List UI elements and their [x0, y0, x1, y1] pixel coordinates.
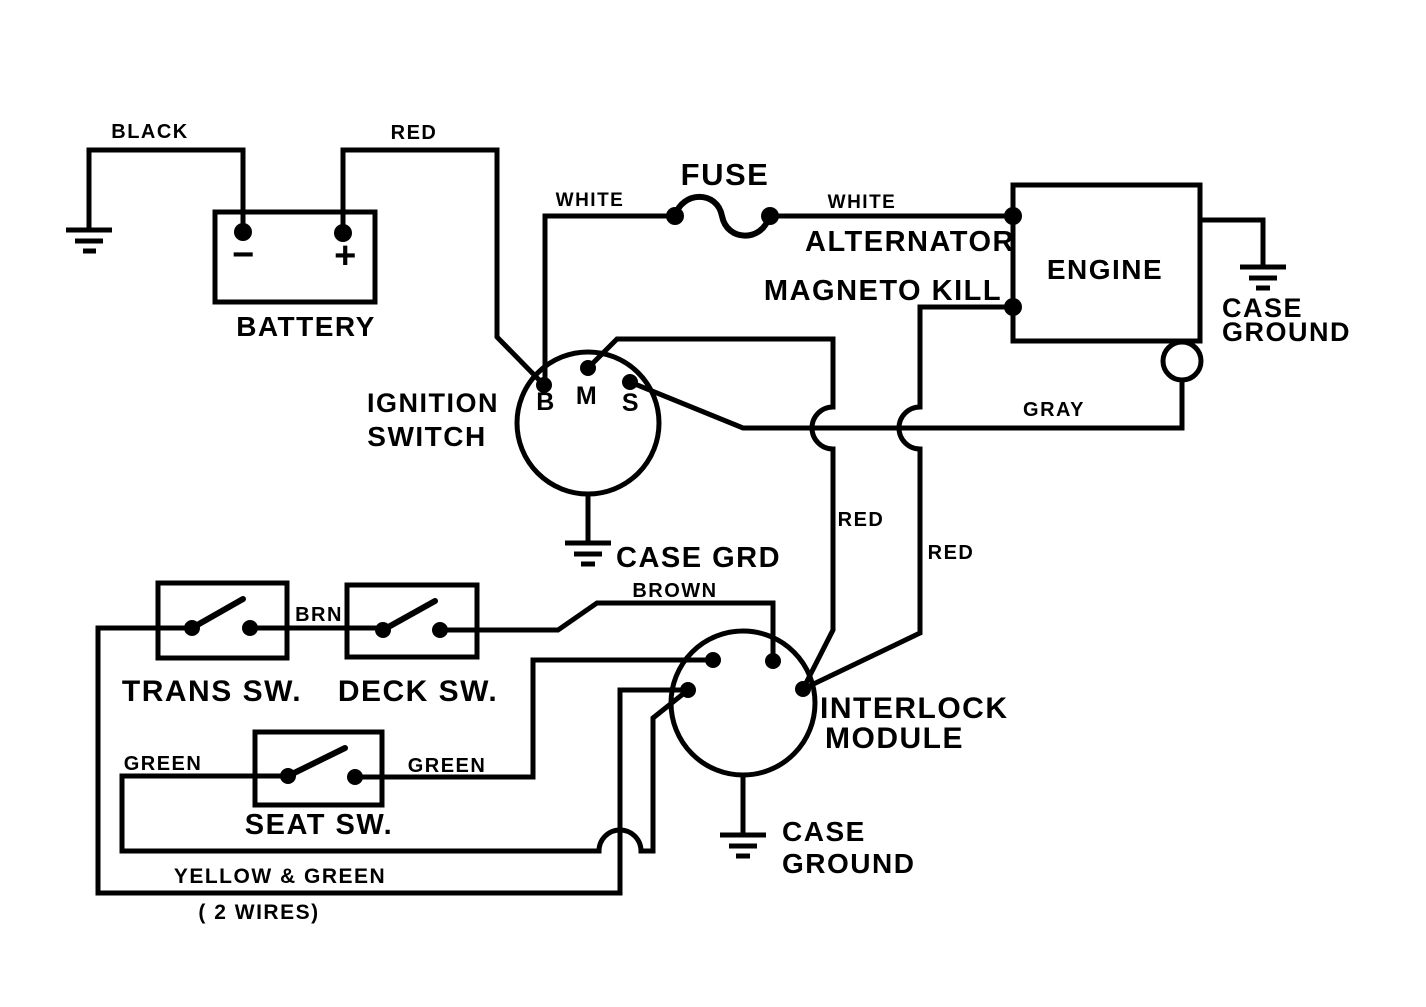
battery-positive-terminal	[334, 224, 352, 242]
engine-kill-junction	[1004, 298, 1022, 316]
fuse-left-terminal	[666, 207, 684, 225]
wire-label-yellow-green: YELLOW & GREEN	[174, 865, 386, 888]
ignition-terminal-b	[536, 377, 552, 393]
wire-battery-negative-to-ground	[86, 147, 246, 235]
wire-seat-right-green-to-interlock	[352, 657, 716, 780]
engine-case-ground-label-line2: GROUND	[1222, 317, 1351, 347]
trans-switch-body	[155, 580, 290, 661]
ignition-switch-label-line1: IGNITION	[367, 388, 499, 418]
ignition-terminal-b-label: B	[536, 388, 556, 416]
engine-white-junction	[1004, 207, 1022, 225]
interlock-top-terminal	[765, 653, 781, 669]
switch-blades	[189, 596, 438, 779]
engine-case-ground-label-line1: CASE	[1222, 293, 1303, 323]
wires	[86, 147, 1266, 896]
deck-switch-right-terminal	[432, 622, 448, 638]
wire-trans-to-interlock-yellow-green	[95, 625, 691, 896]
wire-battery-positive-red	[340, 147, 548, 389]
battery-minus-sign: −	[232, 234, 256, 276]
wire-seat-left-to-interlock-yellow-green	[119, 686, 692, 854]
interlock-right-terminal	[795, 681, 811, 697]
trans-switch-left-terminal	[184, 620, 200, 636]
wire-ignition-s-gray	[626, 377, 1185, 431]
wire-label-black: BLACK	[111, 121, 189, 143]
wire-label-two-wires: ( 2 WIRES)	[198, 901, 319, 924]
interlock-case-ground-label-line2: GROUND	[782, 848, 915, 879]
battery-plus-sign: +	[334, 235, 358, 277]
component-bodies	[155, 182, 1204, 808]
battery-ground-symbol	[66, 227, 112, 254]
fuse-label: FUSE	[681, 157, 770, 192]
wire-brown-deck-to-interlock	[437, 600, 776, 664]
ground-symbols	[66, 227, 1286, 859]
interlock-case-ground-label-line1: CASE	[782, 816, 866, 847]
interlock-module-body	[668, 628, 818, 778]
seat-switch-label: SEAT SW.	[245, 809, 393, 841]
engine-body	[1010, 182, 1203, 344]
engine-case-ground-symbol	[1240, 264, 1286, 291]
interlock-left-terminal	[680, 682, 696, 698]
wire-label-red-kill: RED	[928, 542, 975, 564]
trans-switch-blade	[189, 596, 246, 631]
wire-label-green-right: GREEN	[408, 755, 487, 777]
ignition-terminal-s-label: S	[622, 389, 640, 417]
deck-switch-blade	[380, 598, 438, 633]
ignition-terminal-m-label: M	[576, 382, 598, 410]
wire-label-red-battery: RED	[391, 122, 438, 144]
wire-label-gray: GRAY	[1023, 399, 1085, 421]
deck-switch-left-terminal	[375, 622, 391, 638]
fuse-element	[672, 193, 772, 239]
labels: BLACK RED BATTERY − + WHITE FUSE WHITE A…	[111, 121, 1351, 924]
wire-label-brn: BRN	[295, 604, 343, 626]
ignition-terminal-m	[580, 360, 596, 376]
ignition-case-ground-symbol	[565, 540, 611, 567]
engine-magneto-terminal	[1160, 339, 1204, 383]
interlock-label-line1: INTERLOCK	[820, 692, 1009, 725]
wire-label-green-left: GREEN	[124, 753, 203, 775]
ignition-terminal-s	[622, 374, 638, 390]
ignition-switch-body	[514, 349, 662, 497]
trans-switch-label: TRANS SW.	[122, 675, 302, 708]
seat-switch-right-terminal	[347, 769, 363, 785]
seat-switch-body	[252, 729, 385, 808]
seat-switch-blade	[285, 745, 348, 779]
deck-switch-label: DECK SW.	[338, 675, 498, 708]
wire-label-brown: BROWN	[632, 580, 717, 602]
terminal-dots	[184, 207, 1022, 785]
magneto-kill-label: MAGNETO KILL	[764, 275, 1002, 307]
interlock-upper-left-terminal	[705, 652, 721, 668]
trans-switch-right-terminal	[242, 620, 258, 636]
battery-label: BATTERY	[236, 311, 376, 342]
ignition-case-grd-label: CASE GRD	[616, 542, 781, 574]
wire-label-white-left: WHITE	[556, 190, 625, 211]
seat-switch-left-terminal	[280, 768, 296, 784]
wire-white-ignition-to-fuse	[542, 213, 678, 387]
ignition-switch-label-line2: SWITCH	[367, 421, 486, 452]
engine-label: ENGINE	[1047, 254, 1163, 285]
deck-switch-body	[344, 582, 480, 660]
interlock-label-line2: MODULE	[825, 722, 964, 755]
fuse-right-terminal	[761, 207, 779, 225]
wire-label-red-m: RED	[838, 509, 885, 531]
wire-label-white-right: WHITE	[828, 192, 897, 213]
alternator-label: ALTERNATOR	[805, 226, 1015, 258]
battery-body	[212, 209, 378, 305]
wire-engine-case-ground	[1197, 217, 1266, 270]
interlock-case-ground-symbol	[720, 832, 766, 859]
battery-negative-terminal	[234, 223, 252, 241]
